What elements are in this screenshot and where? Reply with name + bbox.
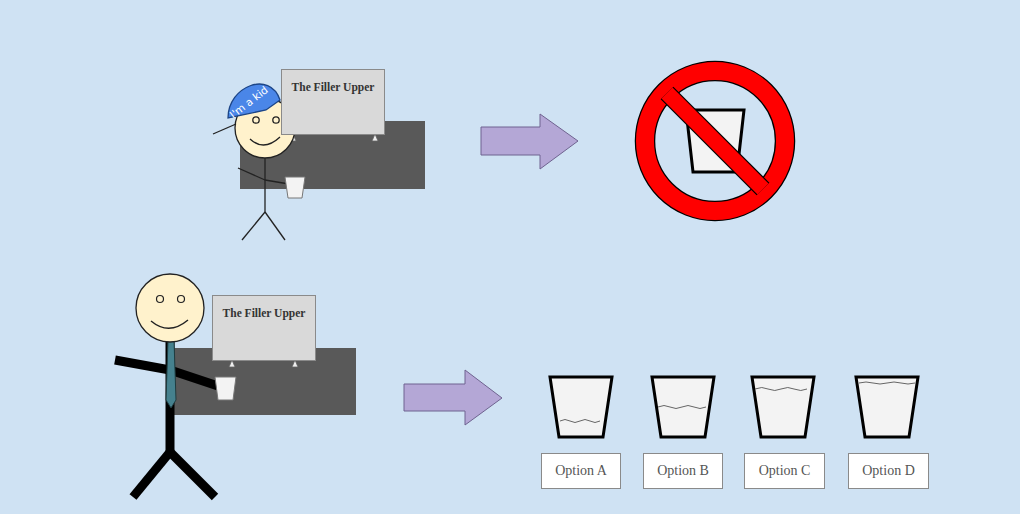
option-label: Option C (759, 463, 811, 479)
option-box: Option A (541, 453, 621, 489)
arrow (481, 114, 578, 169)
cup (215, 377, 236, 400)
nozzle (229, 360, 235, 367)
option-box: Option B (643, 453, 723, 489)
nozzle (372, 134, 378, 141)
option-label: Option D (862, 463, 915, 479)
option-box: Option D (848, 453, 929, 489)
machine-box: The Filler Upper (212, 295, 316, 361)
arrow (404, 370, 502, 425)
option-box: Option C (744, 453, 825, 489)
cup (285, 177, 305, 198)
cap-text: I'm a kid (227, 83, 270, 120)
no-symbol (645, 71, 785, 211)
machine-label: The Filler Upper (223, 307, 306, 319)
option-cups (550, 377, 918, 437)
machine-label: The Filler Upper (292, 81, 375, 93)
option-label: Option B (657, 463, 709, 479)
option-label: Option A (555, 463, 607, 479)
machine-box: The Filler Upper (281, 69, 385, 135)
nozzle (292, 360, 298, 367)
adult-figure (115, 274, 218, 497)
